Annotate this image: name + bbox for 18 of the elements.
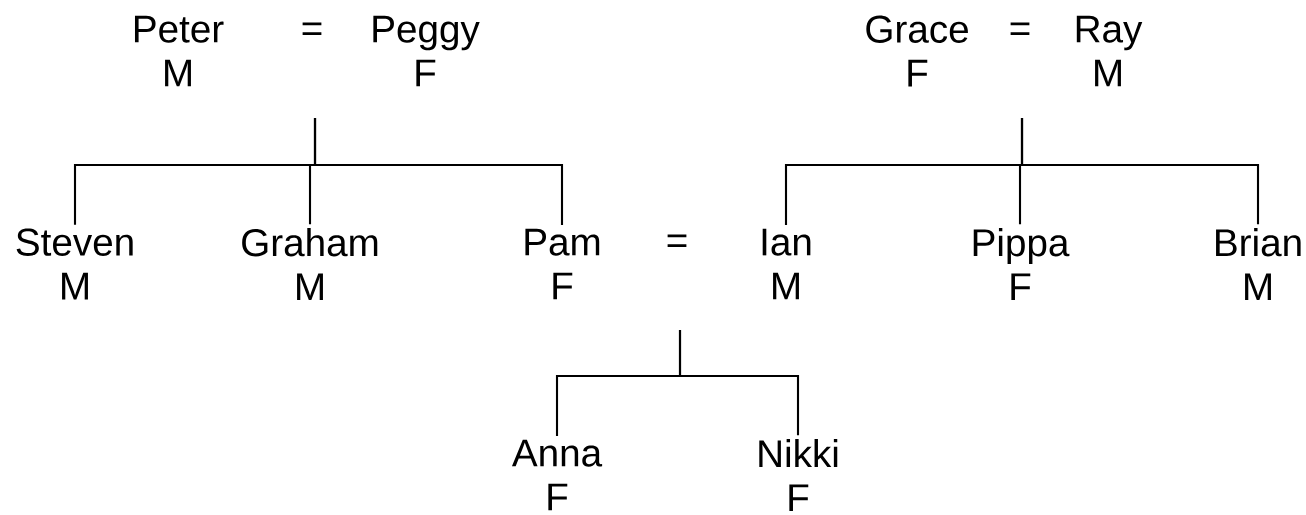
person-label: Pippa F: [973, 228, 1070, 300]
person-label: Nikki F: [759, 439, 838, 511]
tree-line: [1020, 118, 1260, 225]
person-label: Steven M: [16, 228, 133, 300]
marriage-sign: =: [1010, 22, 1030, 35]
marriage-sign: =: [302, 22, 322, 35]
tree-line: [678, 330, 800, 436]
marriage-sign: =: [667, 234, 687, 247]
tree-line: [313, 118, 564, 225]
person-label: Grace F: [866, 15, 968, 87]
person-label: Graham M: [242, 228, 378, 300]
person-label: Brian M: [1216, 228, 1301, 300]
person-label: Pam F: [525, 228, 600, 300]
person-label: Peter M: [135, 15, 224, 87]
person-label: Peggy F: [373, 15, 480, 87]
person-label: Ian M: [762, 228, 811, 300]
person-label: Ray M: [1076, 15, 1143, 87]
person-label: Anna F: [511, 439, 603, 511]
